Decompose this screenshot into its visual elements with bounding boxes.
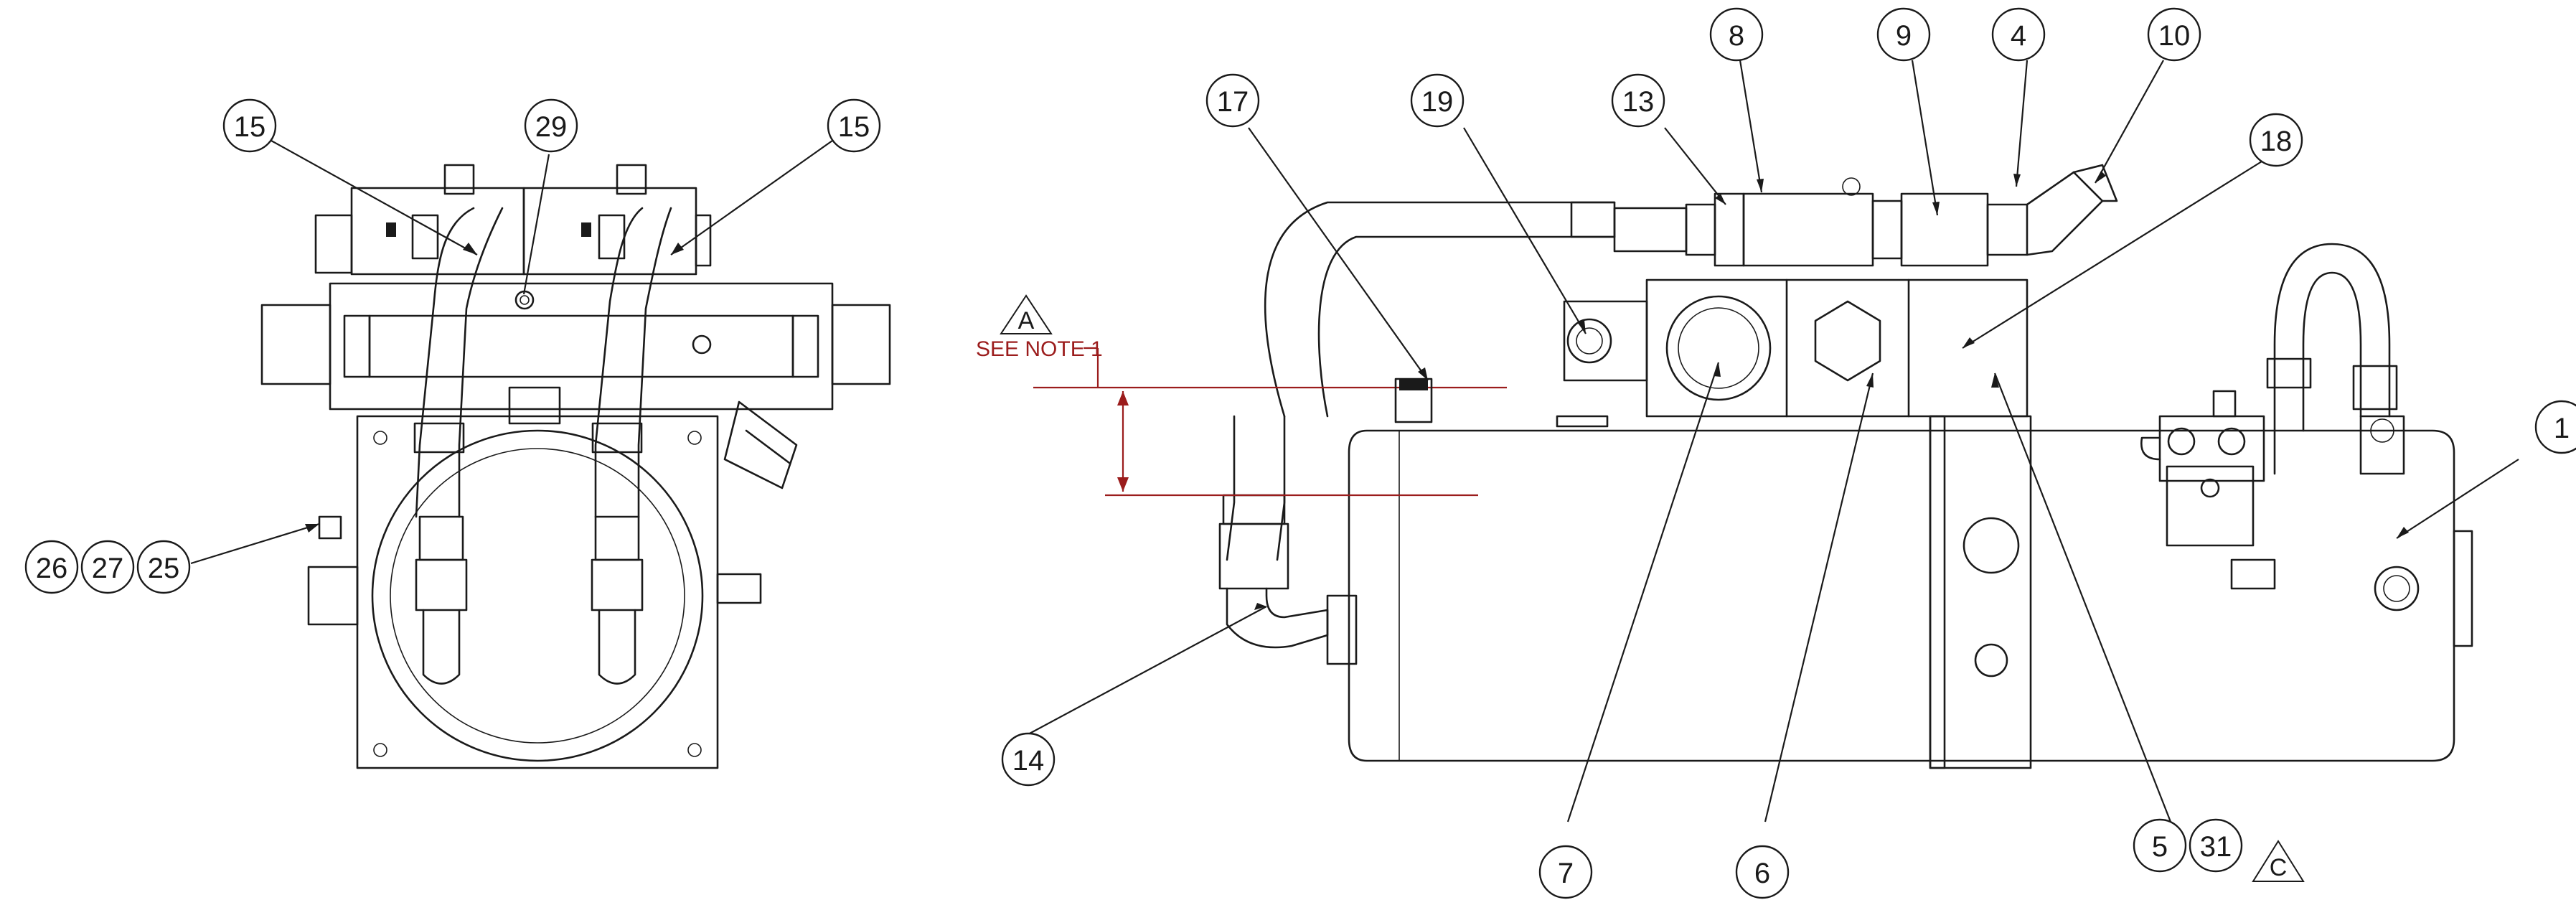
see-note-text: SEE NOTE 1 — [976, 337, 1103, 361]
balloon-15-left-label: 15 — [234, 111, 266, 143]
balloon-26-label: 26 — [36, 553, 68, 584]
balloon-14: 14 — [1001, 732, 1056, 787]
balloon-7: 7 — [1538, 845, 1593, 899]
balloon-8: 8 — [1709, 7, 1764, 62]
balloon-7-label: 7 — [1558, 858, 1574, 889]
balloon-29-label: 29 — [535, 111, 568, 143]
balloon-4-label: 4 — [2011, 20, 2026, 52]
balloon-15-right-label: 15 — [838, 111, 870, 143]
balloon-26: 26 — [24, 540, 79, 594]
revision-flag-a-label: A — [1018, 307, 1035, 334]
balloon-1: 1 — [2534, 400, 2576, 454]
balloon-27: 27 — [80, 540, 135, 594]
balloon-5: 5 — [2133, 818, 2187, 873]
balloon-9-label: 9 — [1896, 20, 1912, 52]
balloon-10-label: 10 — [2158, 20, 2191, 52]
balloon-18: 18 — [2249, 113, 2303, 167]
side-view — [1218, 164, 2473, 769]
balloon-27-label: 27 — [92, 553, 124, 584]
balloon-25-label: 25 — [148, 553, 180, 584]
dimension-note: SEE NOTE 1 — [976, 337, 1609, 497]
revision-flag-a: A — [1000, 294, 1053, 334]
balloon-17: 17 — [1205, 73, 1260, 128]
balloon-9: 9 — [1876, 7, 1931, 62]
balloon-29: 29 — [524, 98, 578, 153]
leader-lines — [190, 60, 2519, 822]
revision-flag-c: C — [2252, 840, 2305, 882]
balloon-19-label: 19 — [1421, 86, 1454, 118]
balloon-1-label: 1 — [2554, 413, 2570, 444]
balloon-15-left: 15 — [222, 98, 277, 153]
balloon-13: 13 — [1611, 73, 1665, 128]
balloon-6: 6 — [1735, 845, 1790, 899]
end-view — [260, 164, 891, 769]
balloon-6-label: 6 — [1754, 858, 1770, 889]
balloon-31: 31 — [2189, 818, 2243, 873]
balloon-14-label: 14 — [1012, 745, 1045, 777]
balloon-18-label: 18 — [2260, 126, 2293, 157]
balloon-10: 10 — [2147, 7, 2201, 62]
balloon-4: 4 — [1991, 7, 2046, 62]
revision-flag-c-label: C — [2270, 854, 2288, 881]
balloon-13-label: 13 — [1622, 86, 1655, 118]
balloon-8-label: 8 — [1729, 20, 1744, 52]
balloon-25: 25 — [136, 540, 191, 594]
balloon-5-label: 5 — [2152, 831, 2168, 863]
balloon-19: 19 — [1410, 73, 1465, 128]
balloon-17-label: 17 — [1217, 86, 1249, 118]
balloon-31-label: 31 — [2200, 831, 2232, 863]
balloon-15-right: 15 — [827, 98, 881, 153]
